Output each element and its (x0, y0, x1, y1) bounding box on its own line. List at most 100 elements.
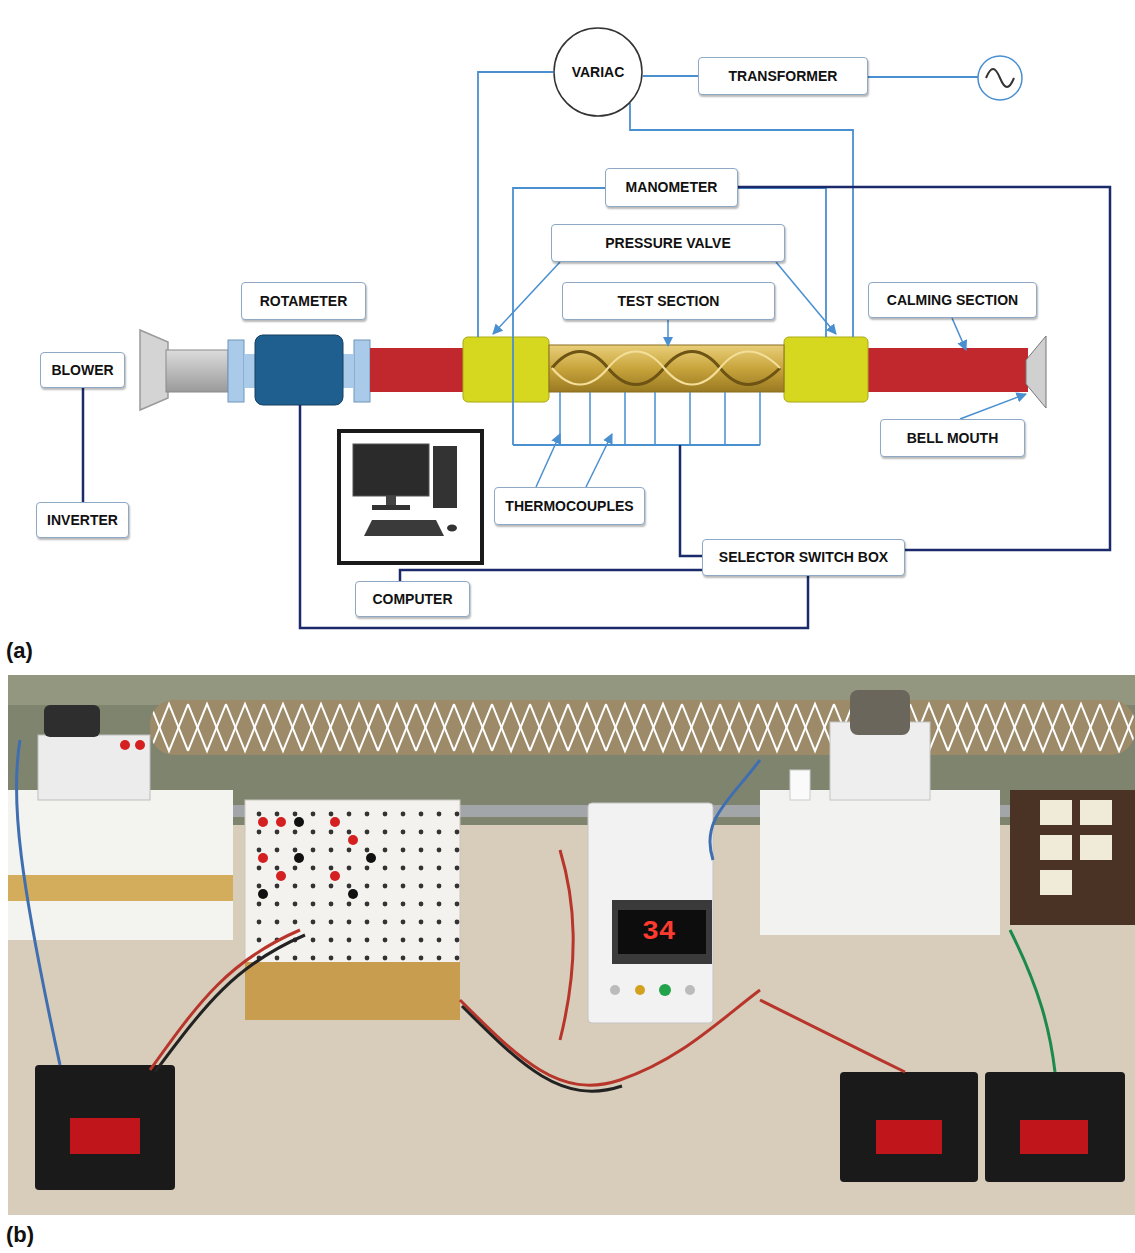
variac-photo (8, 875, 233, 901)
photo-wire (16, 740, 60, 1065)
blower-symbol (140, 330, 168, 410)
wire-connector (82, 388, 85, 502)
patch-board (330, 817, 340, 827)
rotameter-symbol (354, 340, 370, 402)
test-section-symbol (549, 345, 784, 392)
ac-source-symbol (978, 56, 1022, 100)
photo-wire (1010, 930, 1055, 1072)
photo-wire (460, 990, 760, 1085)
leader-arrow (667, 320, 669, 346)
rotameter-symbol (228, 340, 244, 402)
switch-box-photo (1040, 800, 1072, 825)
switch-box-photo (1080, 835, 1112, 860)
temperature-controller (659, 984, 671, 996)
figure-part-label: (a) (6, 638, 33, 664)
label-box: MANOMETER (605, 168, 738, 207)
temperature-controller (685, 985, 695, 995)
computer-symbol (339, 431, 482, 563)
variac-photo (38, 735, 150, 800)
label-box: TRANSFORMER (698, 57, 868, 95)
patch-board (330, 871, 340, 881)
manometer-photo (850, 690, 910, 735)
variac-circle: VARIAC (553, 27, 643, 117)
switch-box-photo (1080, 800, 1112, 825)
test-section-symbol (549, 345, 784, 392)
patch-board (294, 817, 304, 827)
rotameter-symbol (244, 354, 256, 388)
photo-wire (462, 1006, 622, 1091)
patch-board (276, 817, 286, 827)
display-reading: 34 (642, 918, 676, 946)
pipe (370, 348, 465, 392)
leader-arrow (493, 262, 560, 334)
digital-indicator (35, 1065, 175, 1190)
temperature-controller (618, 910, 706, 954)
temperature-controller (588, 803, 713, 1023)
computer-symbol (353, 444, 429, 496)
photo (8, 675, 1135, 1215)
leader-arrow (493, 262, 1026, 487)
rotameter-symbol (342, 354, 354, 388)
computer-symbol (386, 496, 396, 506)
computer-symbol (339, 431, 482, 563)
box-label: THERMOCOUPLES (505, 498, 633, 515)
manometer-photo (790, 770, 810, 800)
label-box: INVERTER (36, 502, 129, 538)
test-section-symbol (552, 352, 780, 385)
computer-symbol (372, 505, 410, 510)
pressure-valve-symbol (463, 337, 549, 402)
pressure-valve-symbol (463, 337, 868, 402)
computer-symbol (433, 446, 457, 508)
box-label: VARIAC (572, 64, 625, 81)
box-label: CALMING SECTION (887, 292, 1018, 309)
ac-source-symbol (978, 56, 1022, 100)
switch-box-photo (1010, 790, 1135, 925)
temperature-controller (612, 900, 712, 964)
temperature-controller (610, 985, 620, 995)
variac-photo (8, 790, 233, 940)
switch-box-photo (1010, 790, 1135, 925)
pressure-valve-symbol (784, 337, 868, 402)
blower-symbol (166, 350, 228, 392)
manometer-photo (760, 690, 1000, 935)
signal-wire (868, 76, 978, 78)
photo (150, 700, 1135, 755)
leader-arrow (960, 394, 1026, 419)
box-label: MANOMETER (626, 179, 718, 196)
digital-indicator (70, 1118, 140, 1154)
signal-wire (513, 444, 760, 446)
digital-indicator (840, 1072, 978, 1182)
bell-mouth-symbol (1026, 336, 1046, 408)
box-label: PRESSURE VALVE (605, 235, 731, 252)
box-label: BELL MOUTH (907, 430, 999, 447)
patch-board (258, 817, 268, 827)
computer-symbol (364, 520, 444, 536)
leader-arrow (536, 434, 560, 487)
patch-board (245, 800, 460, 1020)
digital-indicator (1020, 1120, 1088, 1154)
digital-indicator (985, 1072, 1125, 1182)
test-section-symbol (552, 352, 780, 385)
patch-board (348, 835, 358, 845)
bell-mouth-symbol (1026, 336, 1046, 408)
box-label: INVERTER (47, 512, 118, 529)
box-label: TRANSFORMER (729, 68, 838, 85)
pipe (866, 348, 1028, 392)
wire-connector (400, 570, 702, 581)
photo-wire (560, 850, 573, 1040)
switch-box-photo (1040, 835, 1072, 860)
variac-photo (135, 740, 145, 750)
label-box: BELL MOUTH (880, 419, 1025, 457)
photo-wire (710, 760, 760, 860)
label-box: ROTAMETER (241, 282, 366, 320)
ac-source-symbol (986, 69, 1014, 87)
variac-photo (44, 705, 100, 737)
signal-wire (680, 445, 702, 556)
rotameter-symbol (228, 335, 370, 405)
patch-board (294, 853, 304, 863)
signal-wire (478, 72, 553, 337)
label-box: BLOWER (40, 352, 125, 388)
